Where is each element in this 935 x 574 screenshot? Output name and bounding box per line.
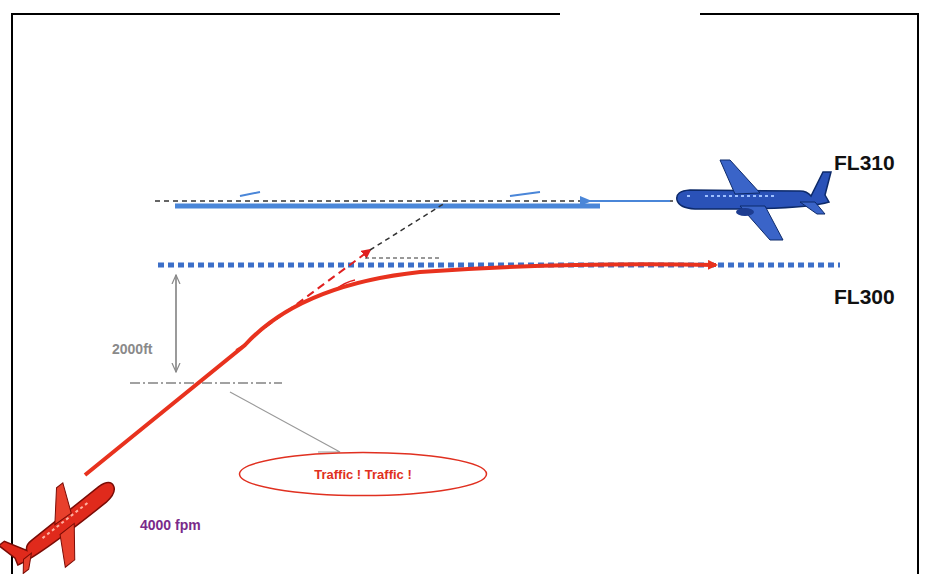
dimension-label: 2000ft bbox=[112, 342, 152, 356]
level-line bbox=[155, 200, 680, 202]
vertical-speed: 4000 fpm bbox=[140, 518, 201, 532]
trajectory bbox=[85, 264, 716, 475]
traffic-path bbox=[175, 204, 600, 209]
traffic-arrow bbox=[590, 200, 670, 202]
dash-dot-line bbox=[130, 382, 282, 383]
flight-level: FL300 bbox=[834, 286, 895, 307]
blue-aircraft bbox=[677, 160, 831, 240]
callout-text: Traffic ! Traffic ! bbox=[314, 468, 412, 481]
frame bbox=[12, 14, 918, 574]
callout-bubble: Traffic ! Traffic ! bbox=[238, 451, 488, 497]
flight-level: FL310 bbox=[834, 152, 895, 173]
callout-leader bbox=[230, 392, 340, 452]
dimension-arrow bbox=[175, 275, 176, 372]
red-aircraft bbox=[0, 459, 135, 574]
